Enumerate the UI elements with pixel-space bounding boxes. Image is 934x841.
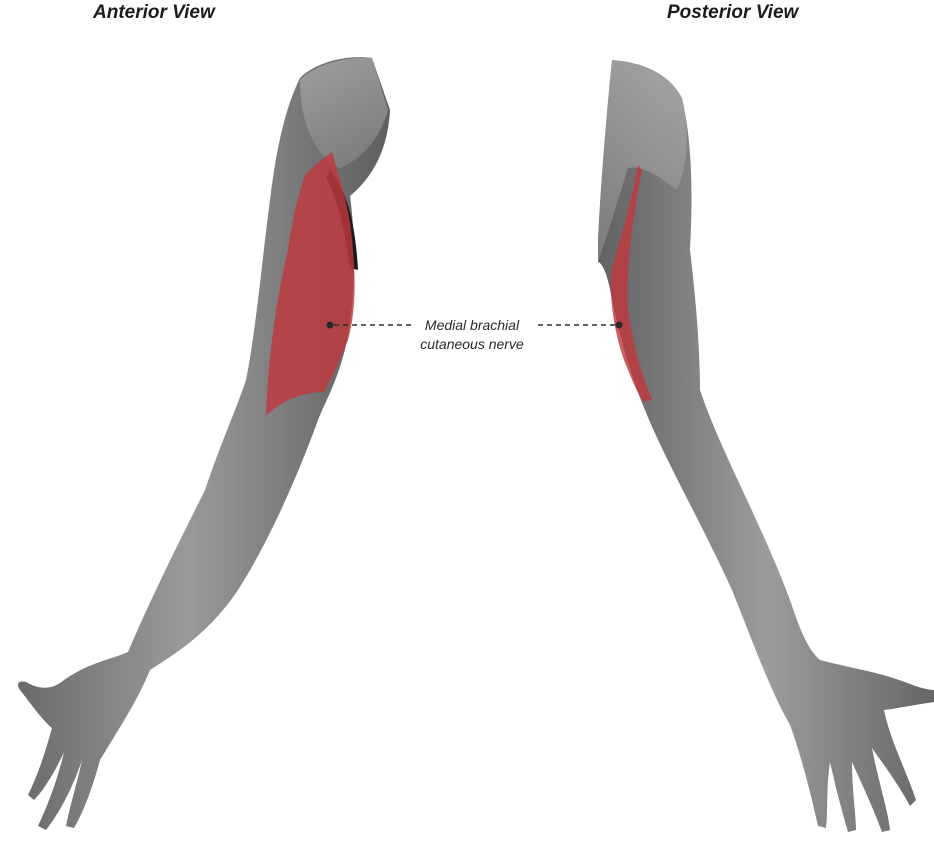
anterior-arm: [18, 57, 390, 830]
posterior-arm-silhouette: [598, 60, 934, 832]
nerve-label-line1: Medial brachial: [402, 316, 542, 335]
nerve-label-line2: cutaneous nerve: [402, 335, 542, 354]
nerve-label: Medial brachial cutaneous nerve: [402, 316, 542, 354]
posterior-nerve-marker: [616, 322, 623, 329]
anterior-nerve-marker: [327, 322, 334, 329]
posterior-arm: [598, 60, 934, 832]
